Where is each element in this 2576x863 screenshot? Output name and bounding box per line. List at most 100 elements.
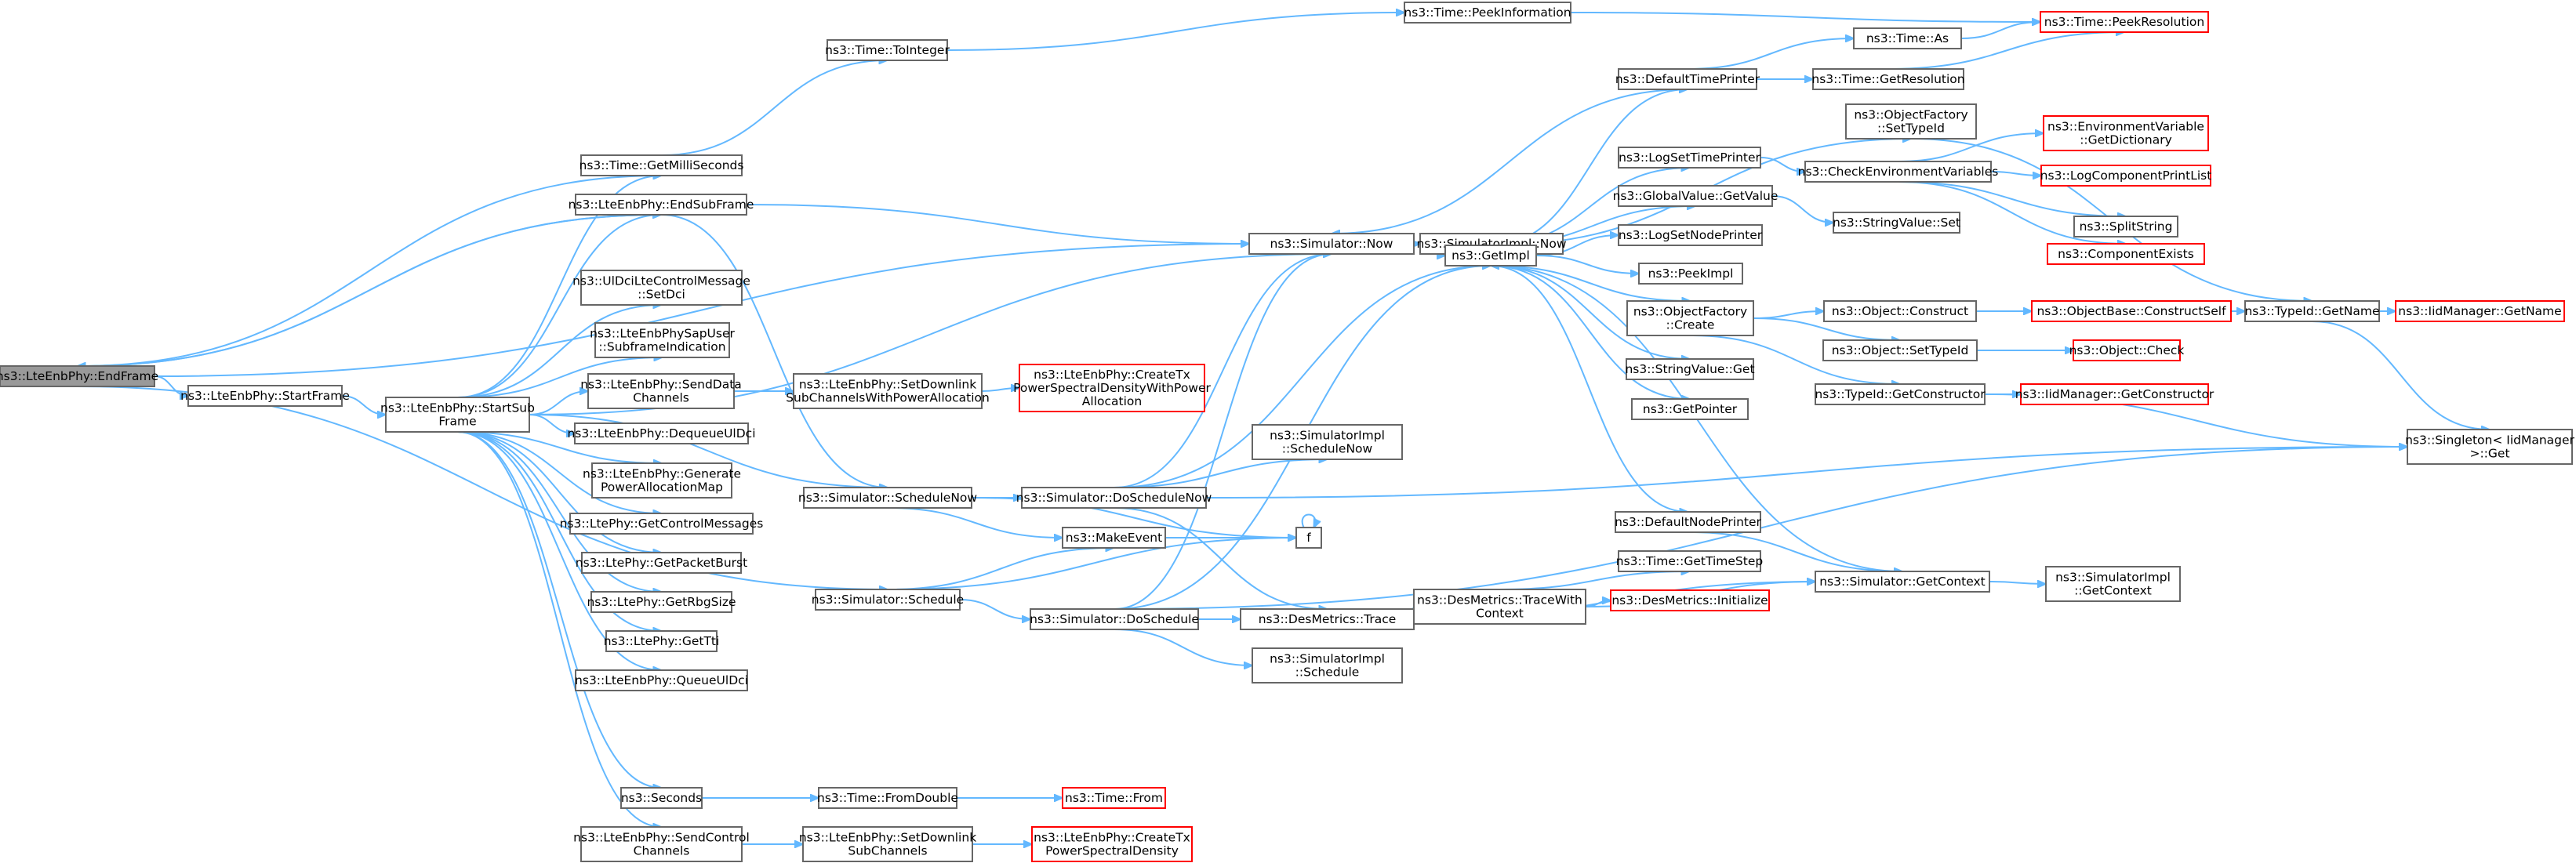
node-logcompprint[interactable]: ns3::LogComponentPrintList bbox=[2040, 165, 2212, 187]
node-singleton[interactable]: ns3::Singleton< IidManager >::Get bbox=[2405, 429, 2575, 465]
node-objcheck[interactable]: ns3::Object::Check bbox=[2069, 339, 2185, 361]
node-label: ::SetDci bbox=[638, 288, 685, 302]
node-schednow[interactable]: ns3::Simulator::ScheduleNow bbox=[798, 487, 977, 509]
node-typeidgetctor[interactable]: ns3::TypeId::GetConstructor bbox=[1815, 383, 1986, 405]
edge-defnodeprinter-to-simgetctx bbox=[1688, 531, 1903, 571]
node-box bbox=[2395, 300, 2565, 322]
node-label: ns3::SplitString bbox=[2080, 219, 2173, 234]
node-getpkt[interactable]: ns3::LtePhy::GetPacketBurst bbox=[576, 552, 747, 574]
node-makeevent[interactable]: ns3::MakeEvent bbox=[1062, 527, 1166, 549]
node-box bbox=[1845, 103, 1977, 140]
node-label: Allocation bbox=[1082, 394, 1142, 408]
node-checkenv[interactable]: ns3::CheckEnvironmentVariables bbox=[1798, 161, 1999, 183]
node-envgetdict[interactable]: ns3::EnvironmentVariable::GetDictionary bbox=[2043, 115, 2209, 151]
node-dosched[interactable]: ns3::Simulator::DoSchedule bbox=[1030, 608, 1199, 630]
node-startframe[interactable]: ns3::LteEnbPhy::StartFrame bbox=[180, 385, 350, 407]
node-setdlpow[interactable]: ns3::LteEnbPhy::SetDownlinkSubChannelsWi… bbox=[786, 373, 990, 409]
node-desmetrace[interactable]: ns3::DesMetrics::Trace bbox=[1240, 608, 1415, 630]
node-label: ns3::Time::As bbox=[1866, 31, 1949, 45]
node-createtxpsd[interactable]: ns3::LteEnbPhy::CreateTxPowerSpectralDen… bbox=[1031, 826, 1193, 862]
node-simimplschednow[interactable]: ns3::SimulatorImpl::ScheduleNow bbox=[1252, 424, 1403, 460]
node-createtxpowalloc[interactable]: ns3::LteEnbPhy::CreateTxPowerSpectralDen… bbox=[1013, 364, 1212, 412]
node-splitstring[interactable]: ns3::SplitString bbox=[2073, 216, 2178, 238]
node-box bbox=[2020, 383, 2209, 405]
node-gvgetvalue[interactable]: ns3::GlobalValue::GetValue bbox=[1613, 185, 1778, 207]
node-objbaseconstruct[interactable]: ns3::ObjectBase::ConstructSelf bbox=[2031, 300, 2232, 322]
node-ofcreate[interactable]: ns3::ObjectFactory::Create bbox=[1626, 300, 1754, 336]
node-simgetctx[interactable]: ns3::Simulator::GetContext bbox=[1815, 571, 1990, 593]
node-iidgetname[interactable]: ns3::IidManager::GetName bbox=[2395, 300, 2565, 322]
node-schedule[interactable]: ns3::Simulator::Schedule bbox=[812, 589, 964, 611]
node-label: ns3::Time::FromDouble bbox=[817, 791, 958, 805]
node-box bbox=[1062, 527, 1166, 549]
node-simimplgetctx[interactable]: ns3::SimulatorImpl::GetContext bbox=[2045, 566, 2181, 602]
node-deftimeprinter[interactable]: ns3::DefaultTimePrinter bbox=[1615, 68, 1760, 90]
node-logsettimeprinter[interactable]: ns3::LogSetTimePrinter bbox=[1618, 147, 1761, 169]
node-getctrl[interactable]: ns3::LtePhy::GetControlMessages bbox=[560, 513, 764, 535]
node-box bbox=[1618, 185, 1773, 207]
node-simnow[interactable]: ns3::Simulator::Now bbox=[1248, 233, 1415, 255]
node-seconds[interactable]: ns3::Seconds bbox=[620, 787, 703, 809]
node-label: ns3::DesMetrics::TraceWith bbox=[1417, 593, 1582, 607]
node-typeidgetname[interactable]: ns3::TypeId::GetName bbox=[2244, 300, 2380, 322]
node-ofsettypeid[interactable]: ns3::ObjectFactory::SetTypeId bbox=[1845, 103, 1977, 140]
node-box bbox=[2031, 300, 2232, 322]
node-timefrom[interactable]: ns3::Time::From bbox=[1062, 787, 1166, 809]
node-timeas[interactable]: ns3::Time::As bbox=[1853, 27, 1962, 49]
node-compexists[interactable]: ns3::ComponentExists bbox=[2047, 243, 2205, 265]
node-peekinfo[interactable]: ns3::Time::PeekInformation bbox=[1404, 2, 1571, 24]
node-subind[interactable]: ns3::LteEnbPhySapUser::SubframeIndicatio… bbox=[590, 322, 736, 358]
node-label: ns3::GetImpl bbox=[1451, 248, 1530, 263]
node-label: >::Get bbox=[2469, 447, 2509, 461]
edge-logsettimeprinter-to-checkenv bbox=[1760, 157, 1805, 172]
node-getpointer[interactable]: ns3::GetPointer bbox=[1631, 398, 1749, 420]
edge-startsub-to-senddata bbox=[529, 391, 588, 415]
node-box bbox=[574, 422, 749, 444]
node-peekimpl[interactable]: ns3::PeekImpl bbox=[1638, 263, 1743, 285]
node-root[interactable]: ns3::LteEnbPhy::EndFrame bbox=[0, 365, 158, 387]
node-f[interactable]: f bbox=[1295, 527, 1322, 549]
edge-desmettracectx-to-timegetstep bbox=[1499, 571, 1690, 590]
node-doschednow[interactable]: ns3::Simulator::DoScheduleNow bbox=[1016, 487, 1212, 509]
edge-getimpl-to-defnodeprinter bbox=[1490, 265, 1688, 512]
node-genpow[interactable]: ns3::LteEnbPhy::GeneratePowerAllocationM… bbox=[583, 462, 741, 499]
node-simimplsched[interactable]: ns3::SimulatorImpl::Schedule bbox=[1252, 647, 1403, 684]
node-box bbox=[1833, 212, 1960, 234]
node-peekres[interactable]: ns3::Time::PeekResolution bbox=[2040, 11, 2209, 33]
node-tointeger[interactable]: ns3::Time::ToInteger bbox=[825, 39, 950, 61]
node-svget[interactable]: ns3::StringValue::Get bbox=[1625, 358, 1755, 380]
node-label: ns3::Simulator::DoScheduleNow bbox=[1016, 491, 1212, 505]
node-endsub[interactable]: ns3::LteEnbPhy::EndSubFrame bbox=[569, 194, 754, 216]
node-dequeue[interactable]: ns3::LteEnbPhy::DequeueUlDci bbox=[567, 422, 756, 444]
edge-ofcreate-to-objconstruct bbox=[1753, 311, 1824, 319]
node-iidgetctor[interactable]: ns3::IidManager::GetConstructor bbox=[2015, 383, 2214, 405]
node-svset[interactable]: ns3::StringValue::Set bbox=[1833, 212, 1960, 234]
node-queueul[interactable]: ns3::LteEnbPhy::QueueUlDci bbox=[575, 669, 748, 691]
node-getmilli[interactable]: ns3::Time::GetMilliSeconds bbox=[580, 154, 744, 176]
node-label: ns3::LteEnbPhy::QueueUlDci bbox=[575, 673, 748, 687]
node-box bbox=[1618, 68, 1757, 90]
node-getimpl[interactable]: ns3::GetImpl bbox=[1444, 245, 1537, 267]
node-timegetstep[interactable]: ns3::Time::GetTimeStep bbox=[1616, 550, 1763, 572]
node-objconstruct[interactable]: ns3::Object::Construct bbox=[1823, 300, 1977, 322]
node-setdci[interactable]: ns3::UlDciLteControlMessage::SetDci bbox=[572, 270, 750, 306]
node-box bbox=[0, 365, 155, 387]
node-gettti[interactable]: ns3::LtePhy::GetTti bbox=[604, 630, 720, 652]
node-fromdouble[interactable]: ns3::Time::FromDouble bbox=[817, 787, 958, 809]
node-objsettypeid[interactable]: ns3::Object::SetTypeId bbox=[1822, 339, 1978, 361]
node-label: ns3::DesMetrics::Initialize bbox=[1611, 593, 1768, 607]
node-desmetinit[interactable]: ns3::DesMetrics::Initialize bbox=[1610, 589, 1770, 611]
node-timegetres[interactable]: ns3::Time::GetResolution bbox=[1811, 68, 1965, 90]
node-getrbg[interactable]: ns3::LtePhy::GetRbgSize bbox=[587, 591, 736, 613]
node-box bbox=[1822, 339, 1978, 361]
edge-timeas-to-peekres bbox=[1960, 22, 2040, 39]
node-label: ns3::LteEnbPhy::StartSub bbox=[380, 401, 535, 415]
node-box bbox=[1021, 487, 1207, 509]
node-defnodeprinter[interactable]: ns3::DefaultNodePrinter bbox=[1615, 511, 1762, 533]
node-logsetnodeprinter[interactable]: ns3::LogSetNodePrinter bbox=[1618, 224, 1763, 246]
